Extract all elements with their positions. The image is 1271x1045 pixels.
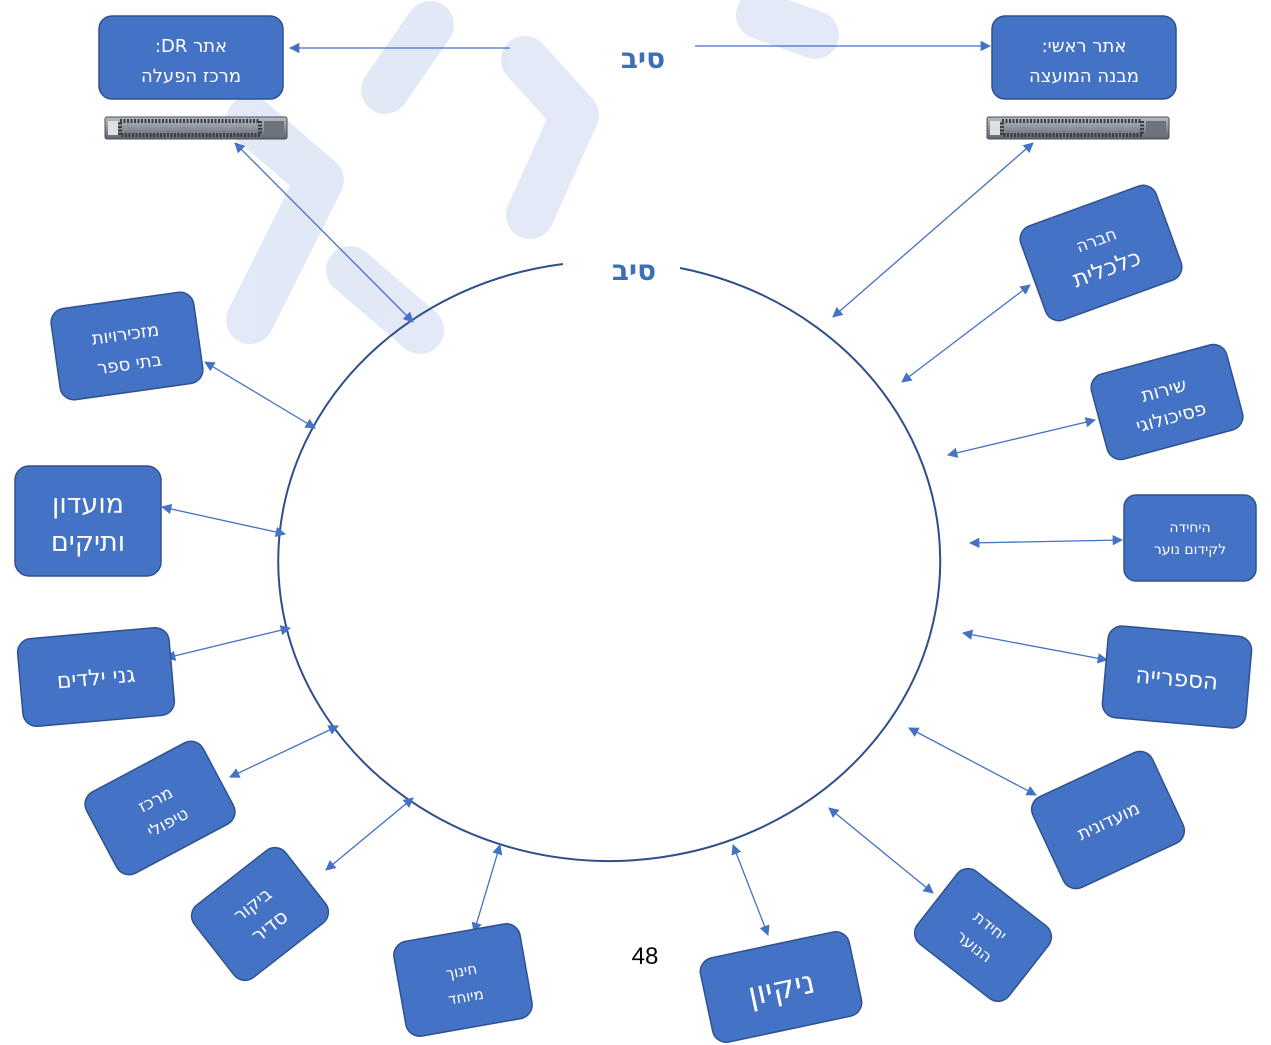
node-therapy-center: מרכז טיפולי [84,740,236,876]
node-school-secretariats: מזכירויות בתי ספר [50,291,204,401]
main-site-line1: אתר ראשי: [1042,36,1127,57]
link-youth-adv [968,534,1124,549]
node-clubhouse: מועדונית [1030,750,1186,890]
link-cleaning [731,844,770,936]
svg-text:היחידה: היחידה [1169,520,1210,536]
node-club-archive: מועדון ותיקים [14,465,162,577]
node-library: הספרייה [1101,625,1253,729]
link-dr-ring [234,142,414,323]
link-psych [946,417,1097,458]
main-site-line2: מבנה המועצה [1029,66,1139,87]
fiber-ring [277,263,942,863]
main-site-box: אתר ראשי: מבנה המועצה [991,15,1177,100]
node-special-ed: חינוך מיוחד [393,923,533,1037]
dr-switch-icon [104,116,288,140]
link-library [961,629,1109,664]
link-club-archive [160,503,287,538]
svg-text:לקידום נוער: לקידום נוער [1154,542,1226,558]
svg-text:מיוחד: מיוחד [447,985,485,1009]
node-cleaning: ניקיון [699,930,863,1044]
fiber-label-top: סיב [621,42,665,75]
dr-site-box: אתר DR: מרכז הפעלה [98,15,284,100]
node-kindergartens: גני ילדים [16,626,176,728]
link-main-ring [832,142,1034,318]
link-economic [901,284,1031,383]
dr-site-line2: מרכז הפעלה [141,66,241,87]
node-supervision: ביקור סדיר [190,846,330,982]
node-youth-unit: יחידת הנוער [913,867,1053,1003]
page-number: 48 [632,943,659,970]
link-supervision [325,797,414,871]
svg-text:חינוך: חינוך [444,960,478,983]
link-kindergartens [164,625,292,661]
node-youth-advancement: היחידה לקידום נוער [1123,494,1257,582]
svg-text:מועדון: מועדון [52,489,124,520]
connections [160,40,1124,936]
link-special-ed [471,844,503,933]
node-economic-company: חברה כלכלית [1019,184,1183,322]
link-clubhouse [908,727,1037,796]
link-secretariats [204,361,316,429]
fiber-label-ring: סיב [612,254,656,287]
node-psych-service: שירות פסיכולוגי [1090,343,1244,461]
main-switch-icon [986,116,1170,140]
dr-site-line1: אתר DR: [155,36,227,57]
link-therapy [229,725,339,778]
svg-text:ותיקים: ותיקים [51,527,125,558]
link-youth-unit [828,807,934,894]
